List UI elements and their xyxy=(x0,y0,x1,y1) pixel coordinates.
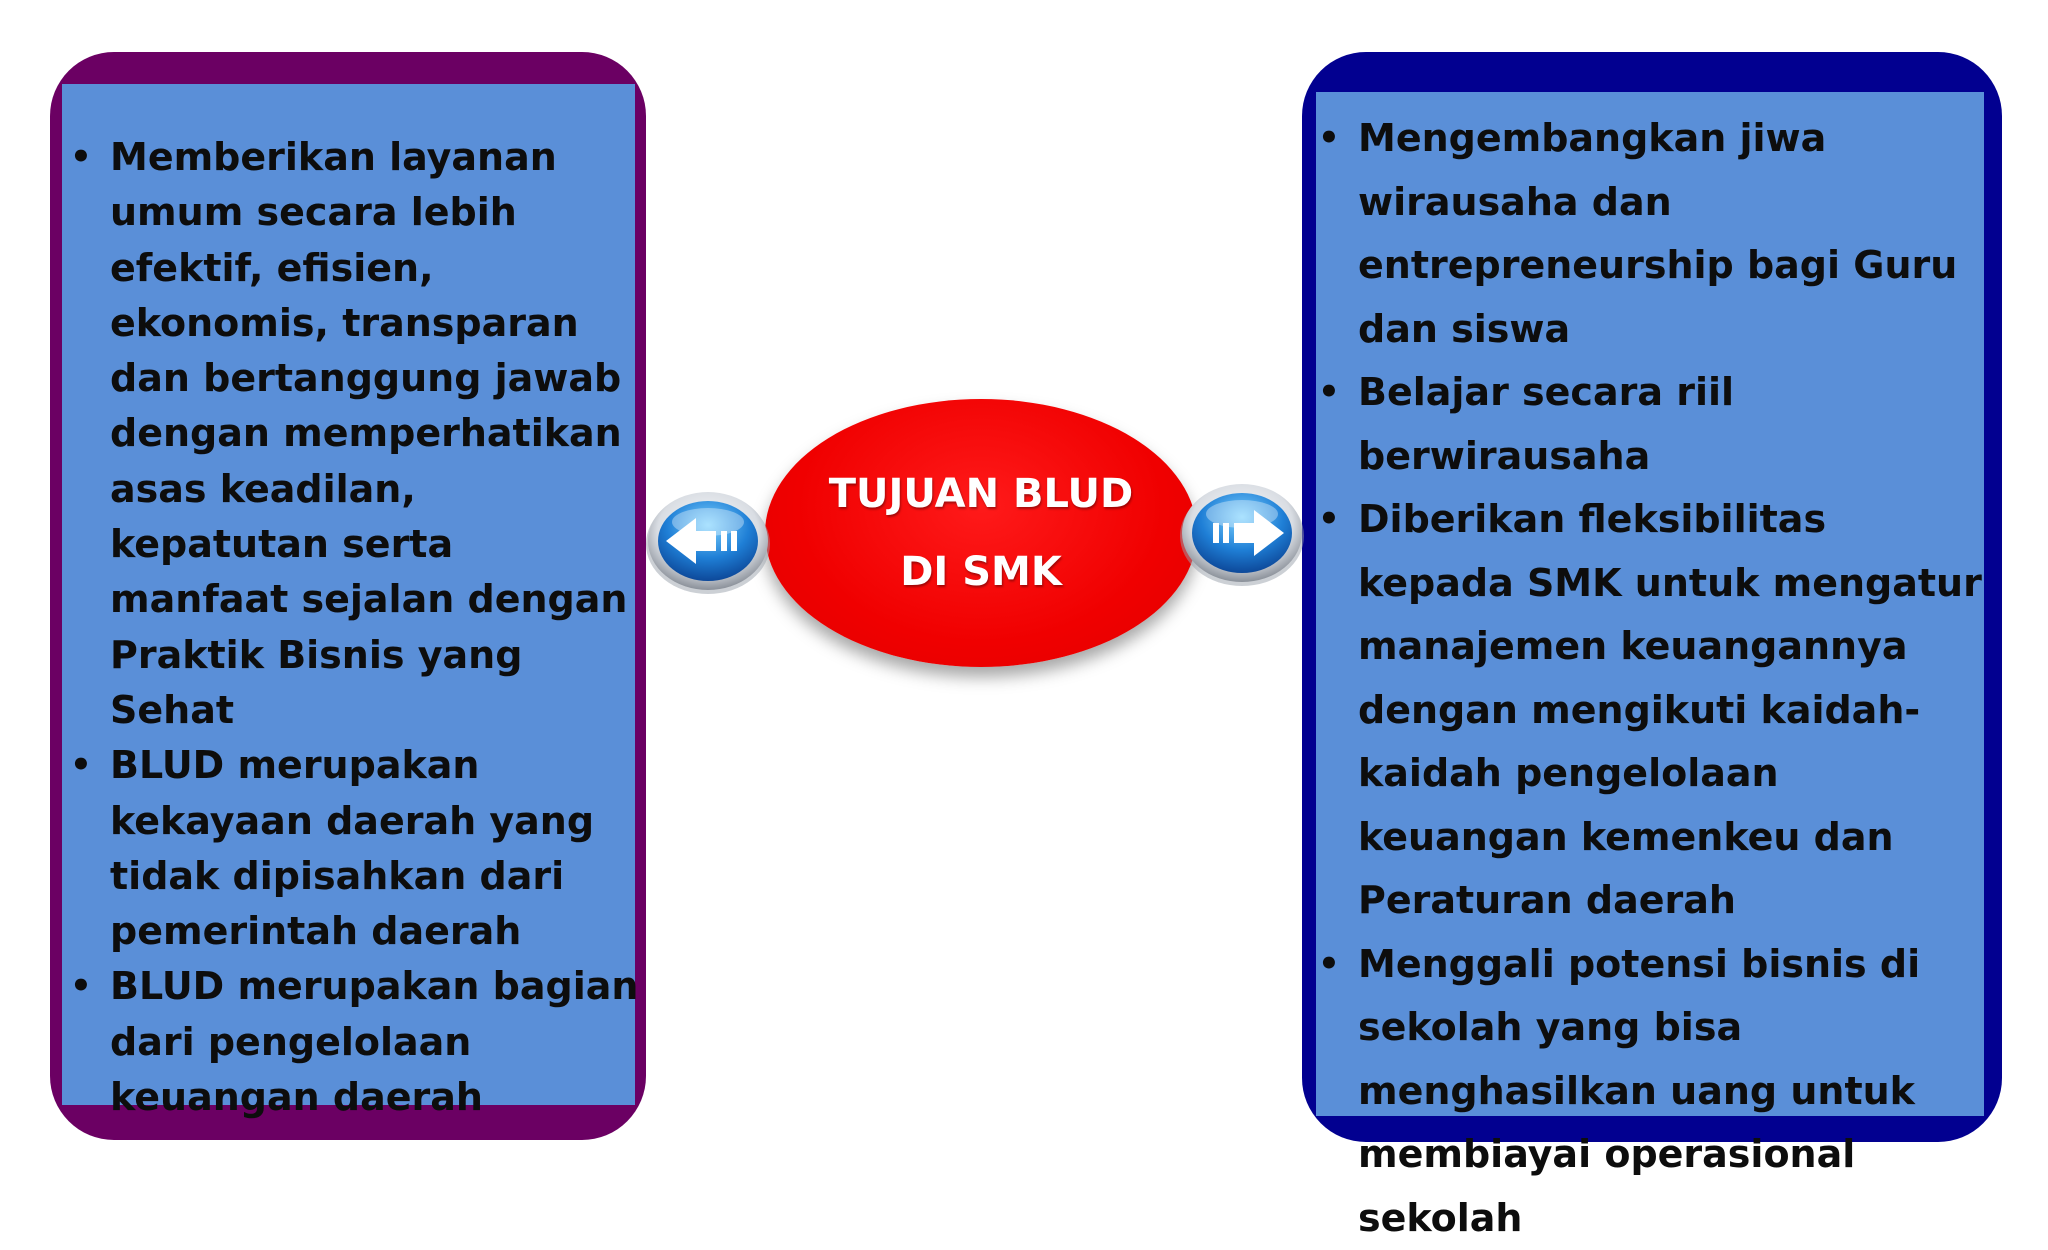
right-bullet-list: Mengembangkan jiwa wirausaha dan entrepr… xyxy=(1318,107,1993,1250)
left-list-item: BLUD merupakan bagian dari pengelolaan k… xyxy=(70,959,640,1125)
right-list-item: Menggali potensi bisnis di sekolah yang … xyxy=(1318,933,1993,1250)
left-arrow-button-icon[interactable] xyxy=(644,488,772,596)
right-list-item: Mengembangkan jiwa wirausaha dan entrepr… xyxy=(1318,107,1993,361)
left-list-item: BLUD merupakan kekayaan daerah yang tida… xyxy=(70,738,640,959)
left-bullet-list: Memberikan layanan umum secara lebih efe… xyxy=(70,130,640,1125)
right-list-item: Diberikan fleksibilitas kepada SMK untuk… xyxy=(1318,488,1993,933)
left-list-item: Memberikan layanan umum secara lebih efe… xyxy=(70,130,640,738)
center-title: TUJUAN BLUD DI SMK xyxy=(811,455,1151,611)
right-arrow-button-icon[interactable] xyxy=(1178,480,1306,588)
center-ellipse: TUJUAN BLUD DI SMK xyxy=(765,399,1197,667)
right-list-item: Belajar secara riil berwirausaha xyxy=(1318,361,1993,488)
